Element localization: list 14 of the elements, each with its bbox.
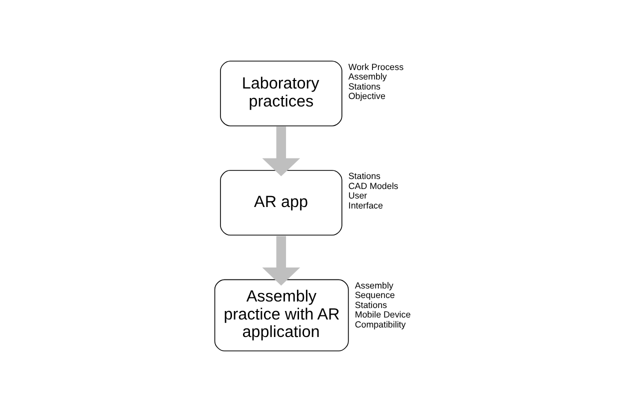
- node-label: Assembly Stations: [348, 71, 387, 91]
- node-label: Objective: [348, 90, 386, 100]
- node-label: Stations: [348, 170, 380, 181]
- node-label: Stations: [354, 299, 387, 310]
- node-label: Assembly Sequence: [354, 280, 395, 300]
- node-label: CAD Models: [348, 180, 398, 190]
- node-box: Laboratory practices: [220, 60, 342, 126]
- node-box: AR app: [220, 169, 342, 236]
- arrow: [262, 235, 300, 286]
- node-label: Work Process: [348, 61, 404, 72]
- node-label: Mobile Device Compatibility: [354, 309, 411, 329]
- arrow: [262, 126, 300, 176]
- node-box: Assembly practice with AR application: [214, 278, 349, 351]
- node-label: User Interface: [348, 190, 383, 210]
